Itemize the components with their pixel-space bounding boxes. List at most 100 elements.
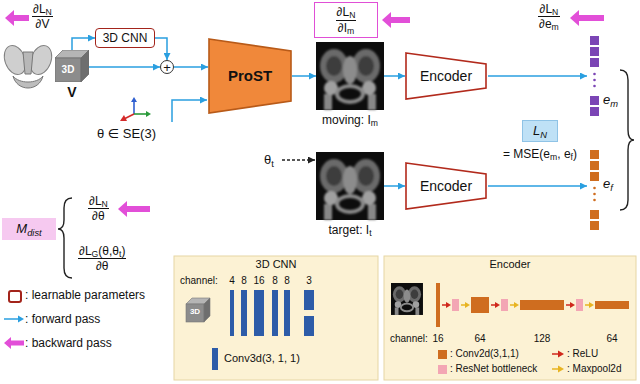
gradient-box: ∂LN ∂Im bbox=[314, 2, 378, 38]
panel-ground bbox=[384, 256, 636, 380]
image-caption: moving: Im bbox=[322, 113, 378, 127]
backward-arrow bbox=[382, 12, 410, 28]
legend-sample bbox=[4, 337, 24, 349]
target-pose-arrow bbox=[282, 159, 315, 160]
image-caption: t bbox=[369, 228, 371, 238]
learnable-box: 3D CNN bbox=[95, 28, 155, 48]
feature-vector bbox=[590, 107, 599, 116]
loss-formula: = MSE(em, ef) bbox=[503, 147, 577, 161]
channel-number: 64 bbox=[606, 333, 617, 345]
legend-sample bbox=[18, 316, 24, 323]
encoder-block-outline bbox=[406, 163, 486, 209]
backward-arrow bbox=[118, 201, 150, 217]
brace bbox=[620, 70, 634, 210]
feature-vector bbox=[590, 210, 599, 219]
embedding-label: ef bbox=[603, 176, 613, 192]
backward-arrow bbox=[5, 10, 29, 26]
node-label: Encoder bbox=[420, 178, 472, 195]
feature-vector bbox=[590, 58, 599, 67]
feature-vector bbox=[593, 79, 596, 82]
encoder-block: Encoder bbox=[405, 52, 487, 100]
legend-text: : ReLU bbox=[567, 348, 598, 360]
channel-number: 16 bbox=[253, 275, 264, 287]
gradient-fraction: ∂θ bbox=[78, 258, 126, 273]
channel-number: 8 bbox=[272, 275, 278, 287]
node-label: Mdist bbox=[16, 221, 41, 237]
pose-label: θt bbox=[264, 152, 274, 168]
gradient-fraction: ∂LN ∂V bbox=[32, 2, 53, 32]
conv2d-layer bbox=[436, 283, 629, 327]
embedding-label: f bbox=[610, 183, 613, 193]
legend-text: : Conv2d(3,1,1) bbox=[450, 348, 519, 360]
legend-panel: Encoder bbox=[384, 256, 636, 380]
relu-arrow bbox=[495, 302, 500, 308]
pelvis-illustration bbox=[0, 42, 55, 88]
gradient-fraction: N bbox=[102, 199, 108, 209]
gradient-fraction: ∂LN bbox=[32, 2, 53, 16]
small-cube bbox=[186, 298, 210, 322]
legend-text: : forward pass bbox=[25, 312, 100, 326]
conv3d-layer bbox=[304, 290, 314, 310]
flow-arrow bbox=[155, 38, 167, 60]
channel-number: 16 bbox=[432, 333, 443, 345]
node-label: N bbox=[540, 130, 547, 140]
node-label: LN bbox=[533, 123, 547, 139]
cube-label: 3D bbox=[55, 58, 81, 82]
flow-arrow bbox=[384, 185, 405, 187]
relu-arrow bbox=[442, 302, 575, 308]
feature-vector bbox=[590, 96, 599, 105]
cube-outline bbox=[81, 50, 89, 82]
forward-arrow bbox=[488, 185, 587, 187]
node-label: ProST bbox=[228, 67, 272, 85]
panel-title: 3D CNN bbox=[256, 258, 297, 271]
feature-vector bbox=[593, 187, 596, 190]
gradient-fraction: ∂LN ∂em bbox=[538, 2, 560, 32]
axes-icon bbox=[131, 97, 137, 102]
maxpool-arrow bbox=[461, 302, 594, 308]
embedding-label: m bbox=[610, 99, 618, 109]
feature-vector bbox=[590, 47, 599, 56]
gradient-fraction: ∂θ bbox=[88, 208, 109, 223]
conv3d-layer bbox=[230, 290, 234, 336]
prost-block: ProST bbox=[208, 38, 292, 114]
small-cube bbox=[186, 304, 204, 322]
conv2d-layer bbox=[595, 301, 629, 309]
gradient-fraction: t bbox=[119, 249, 121, 259]
channel-caption: channel: bbox=[390, 333, 428, 345]
feature-vector bbox=[590, 161, 599, 170]
flow-arrow bbox=[292, 75, 316, 77]
legend-swatch bbox=[438, 365, 447, 374]
legend-sample bbox=[4, 318, 20, 320]
legend-swatch bbox=[438, 350, 447, 359]
resnet-bottleneck bbox=[452, 299, 583, 311]
gradient-fraction: N bbox=[552, 7, 558, 17]
forward-arrow bbox=[488, 75, 587, 77]
node-label: Encoder bbox=[420, 68, 472, 85]
embedding-label: em bbox=[603, 92, 618, 108]
encoder-block-outline bbox=[406, 53, 486, 99]
backward-arrow bbox=[5, 10, 604, 217]
flow-arrow bbox=[72, 38, 95, 50]
gradient-fraction: ∂LG(θ,θt) ∂θ bbox=[78, 244, 126, 274]
legend-text: : Maxpool2d bbox=[567, 363, 621, 375]
feature-vector bbox=[590, 36, 599, 45]
volume-symbol: V bbox=[67, 84, 76, 101]
gradient-fraction: ∂LN bbox=[538, 2, 560, 16]
feature-vector bbox=[590, 150, 599, 230]
gradient-fraction: m bbox=[552, 23, 559, 33]
pose-label: θ ∈ SE(3) bbox=[97, 126, 156, 142]
resnet-bottleneck bbox=[576, 299, 583, 311]
legend-sample bbox=[558, 366, 564, 373]
axes-icon bbox=[134, 113, 147, 115]
maxpool-arrow bbox=[514, 302, 519, 308]
brace bbox=[58, 198, 72, 278]
legend-sample bbox=[558, 351, 564, 358]
gradient-fraction: ∂LN ∂θ bbox=[88, 194, 109, 224]
channel-number: 4 bbox=[229, 275, 235, 287]
conv3d-layer bbox=[254, 290, 264, 336]
node-label: 3D CNN bbox=[103, 31, 148, 45]
